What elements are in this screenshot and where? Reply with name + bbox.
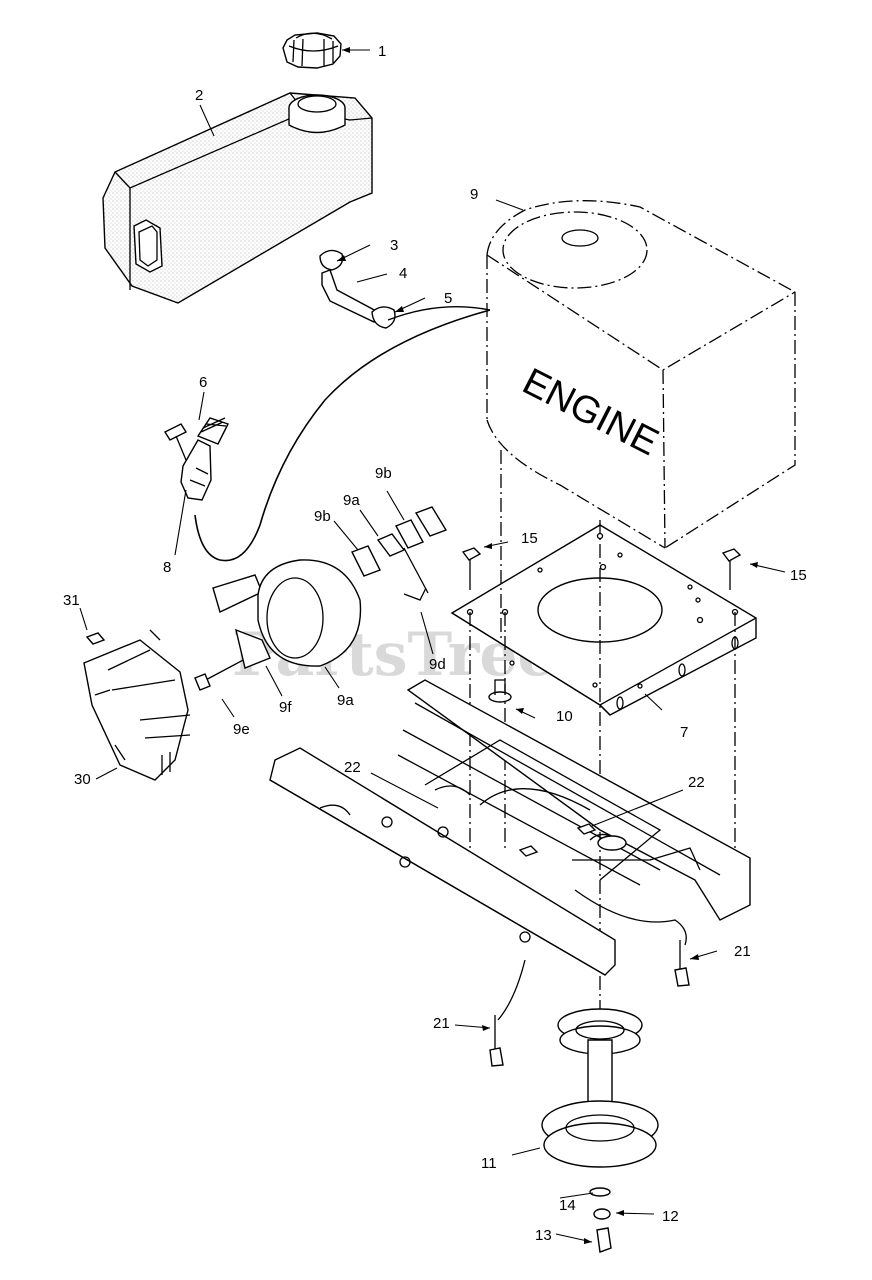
- callout-9a-top: 9a: [343, 492, 360, 509]
- bolts-21: [489, 889, 690, 1067]
- callout-9a-bottom: 9a: [337, 692, 354, 709]
- engine-label: ENGINE: [516, 361, 665, 465]
- callout-1: 1: [378, 43, 386, 60]
- bolt-10: [488, 679, 512, 703]
- engine: ENGINE: [486, 200, 796, 549]
- pulley-assembly: [541, 1008, 659, 1168]
- heat-shield: [83, 629, 191, 781]
- fuel-cap: [282, 32, 342, 69]
- callout-22-left: 22: [344, 759, 361, 776]
- leader-arrows: [337, 47, 758, 1244]
- callout-8: 8: [163, 559, 171, 576]
- callout-15-left: 15: [521, 530, 538, 547]
- callout-9e: 9e: [233, 721, 250, 738]
- callout-13: 13: [535, 1227, 552, 1244]
- chassis-frame: [269, 679, 751, 976]
- callout-31: 31: [63, 592, 80, 609]
- bolts-15: [461, 547, 742, 590]
- callout-9: 9: [470, 186, 478, 203]
- callout-9b-right: 9b: [375, 465, 392, 482]
- fuel-tank: [102, 92, 373, 304]
- callout-6: 6: [199, 374, 207, 391]
- callout-9b-left: 9b: [314, 508, 331, 525]
- callout-4: 4: [399, 265, 407, 282]
- callout-3: 3: [390, 237, 398, 254]
- throttle-control: [163, 417, 229, 501]
- callout-15-right: 15: [790, 567, 807, 584]
- callout-labels: 1 2 3 4 5 6 7 8 9 9a 9a 9b 9b 9d 9e 9f 1…: [63, 43, 807, 1244]
- callout-14: 14: [559, 1197, 576, 1214]
- callout-21-left: 21: [433, 1015, 450, 1032]
- throttle-cable: [194, 309, 491, 562]
- muffler-assembly: [194, 506, 448, 691]
- callout-9f: 9f: [279, 699, 292, 716]
- callout-7: 7: [680, 724, 688, 741]
- fuel-line-assembly: [319, 249, 491, 329]
- nuts-22: [518, 823, 597, 857]
- callout-2: 2: [195, 87, 203, 104]
- callout-5: 5: [444, 290, 452, 307]
- callout-11: 11: [481, 1155, 497, 1172]
- callout-22-right: 22: [688, 774, 705, 791]
- callout-9d: 9d: [429, 656, 446, 673]
- bottom-hardware: [589, 1187, 612, 1253]
- callout-10: 10: [556, 708, 573, 725]
- callout-30: 30: [74, 771, 91, 788]
- callout-12: 12: [662, 1208, 679, 1225]
- callout-21-right: 21: [734, 943, 751, 960]
